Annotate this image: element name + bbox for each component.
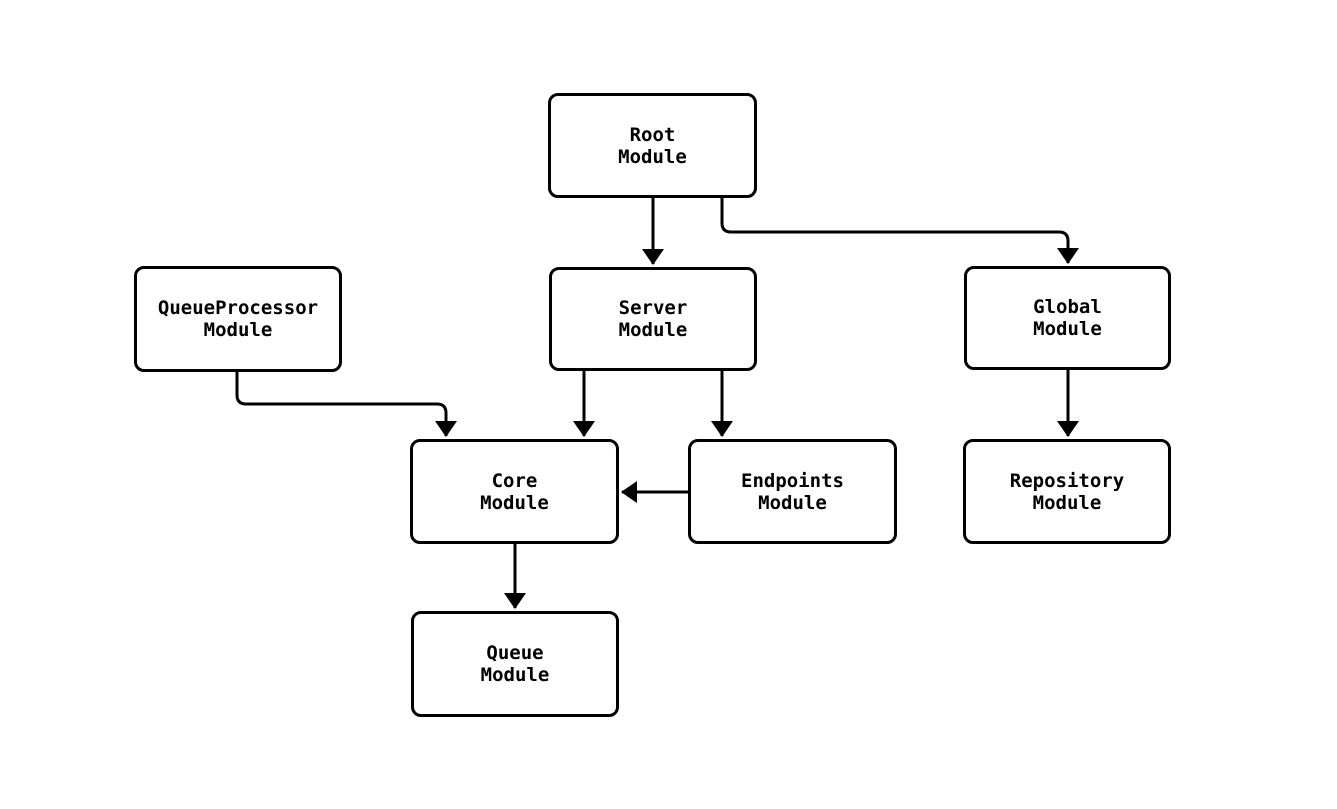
- edge-root-global: [720, 198, 1079, 264]
- node-queue-module: Queue Module: [411, 611, 619, 717]
- node-repository-module: Repository Module: [963, 439, 1171, 544]
- node-label: Global Module: [1033, 296, 1102, 340]
- node-label: Queue Module: [480, 642, 550, 686]
- edge-queueprocessor-core: [235, 372, 457, 437]
- node-label: Repository Module: [1009, 469, 1125, 514]
- node-label: Server Module: [618, 297, 688, 341]
- node-label: Core Module: [480, 469, 549, 514]
- node-queueprocessor-module: QueueProcessor Module: [134, 266, 342, 372]
- node-label: Root Module: [618, 123, 687, 168]
- node-global-module: Global Module: [964, 266, 1171, 370]
- node-label: Endpoints Module: [741, 469, 844, 514]
- node-endpoints-module: Endpoints Module: [688, 439, 897, 544]
- node-root-module: Root Module: [548, 93, 757, 198]
- node-server-module: Server Module: [549, 267, 757, 371]
- node-label: QueueProcessor Module: [157, 297, 319, 341]
- node-core-module: Core Module: [410, 439, 619, 544]
